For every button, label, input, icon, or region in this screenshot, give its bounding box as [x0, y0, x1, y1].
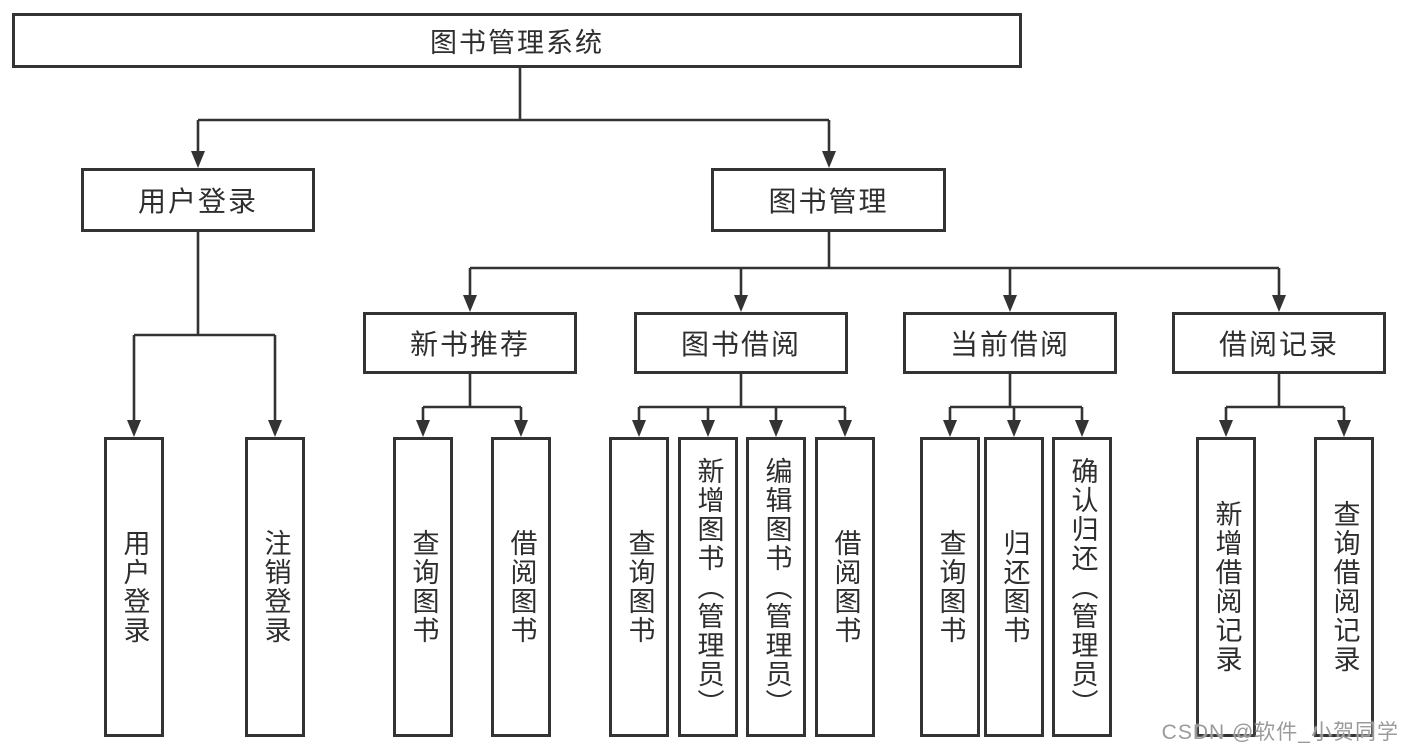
node-borrow-record: 借阅记录: [1172, 312, 1386, 374]
node-book-management: 图书管理: [711, 168, 946, 232]
leaf-query-book-1: 查询图书: [393, 437, 453, 737]
leaf-query-borrow-record-label: 查询借阅记录: [1329, 500, 1360, 674]
leaf-logout-label: 注销登录: [260, 529, 291, 645]
node-book-borrow: 图书借阅: [634, 312, 848, 374]
node-new-book-recommend-label: 新书推荐: [409, 329, 530, 360]
leaf-logout: 注销登录: [245, 437, 305, 737]
leaf-query-borrow-record: 查询借阅记录: [1314, 437, 1374, 737]
leaf-borrow-book-1: 借阅图书: [491, 437, 551, 737]
node-book-borrow-label: 图书借阅: [680, 329, 801, 360]
node-current-borrow: 当前借阅: [903, 312, 1117, 374]
node-borrow-record-label: 借阅记录: [1218, 329, 1339, 360]
leaf-borrow-book-2: 借阅图书: [815, 437, 875, 737]
leaf-add-borrow-record: 新增借阅记录: [1196, 437, 1256, 737]
watermark: CSDN @软件_小贺同学: [1161, 721, 1399, 744]
leaf-query-book-2: 查询图书: [609, 437, 669, 737]
leaf-add-book-admin-label: 新增图书（管理员）: [693, 456, 724, 718]
leaf-confirm-return-admin-label: 确认归还（管理员）: [1067, 456, 1098, 718]
node-current-borrow-label: 当前借阅: [949, 329, 1070, 360]
leaf-borrow-book-1-label: 借阅图书: [506, 529, 537, 645]
node-new-book-recommend: 新书推荐: [363, 312, 577, 374]
leaf-edit-book-admin: 编辑图书（管理员）: [746, 437, 806, 737]
leaf-query-book-3: 查询图书: [920, 437, 980, 737]
leaf-query-book-1-label: 查询图书: [408, 529, 439, 645]
leaf-return-book: 归还图书: [984, 437, 1044, 737]
node-book-management-label: 图书管理: [768, 186, 889, 217]
leaf-user-login: 用户登录: [104, 437, 164, 737]
node-user-login-label: 用户登录: [137, 186, 258, 217]
leaf-return-book-label: 归还图书: [999, 529, 1030, 645]
leaf-confirm-return-admin: 确认归还（管理员）: [1052, 437, 1112, 737]
node-root: 图书管理系统: [12, 13, 1022, 68]
leaf-add-borrow-record-label: 新增借阅记录: [1211, 500, 1242, 674]
leaf-query-book-2-label: 查询图书: [624, 529, 655, 645]
leaf-borrow-book-2-label: 借阅图书: [830, 529, 861, 645]
node-root-label: 图书管理系统: [430, 28, 604, 58]
leaf-query-book-3-label: 查询图书: [935, 529, 966, 645]
node-user-login: 用户登录: [81, 168, 315, 232]
leaf-edit-book-admin-label: 编辑图书（管理员）: [761, 456, 792, 718]
leaf-add-book-admin: 新增图书（管理员）: [678, 437, 738, 737]
leaf-user-login-label: 用户登录: [119, 529, 150, 645]
